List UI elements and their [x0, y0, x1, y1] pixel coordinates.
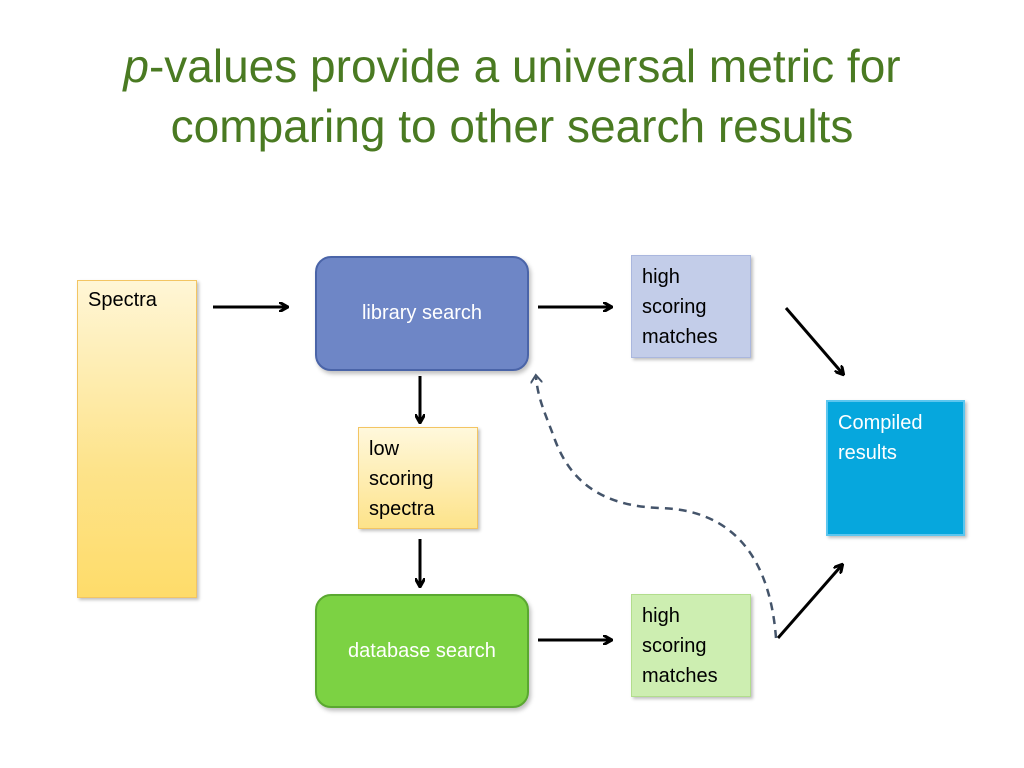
high-top-line-1: high [642, 266, 680, 288]
database-search-label: database search [348, 639, 496, 662]
low-line-3: spectra [369, 498, 435, 520]
spectra-box: Spectra [77, 280, 197, 598]
high-bottom-line-3: matches [642, 665, 718, 687]
high-scoring-matches-bottom-box: high scoring matches [631, 594, 751, 697]
low-line-2: scoring [369, 468, 434, 490]
compiled-line-2: results [838, 442, 897, 464]
low-scoring-spectra-box: low scoring spectra [358, 427, 478, 529]
compiled-line-1: Compiled [838, 412, 923, 434]
compiled-results-box: Compiled results [826, 400, 965, 536]
title-line-1: p-values provide a universal metric for [40, 36, 984, 96]
low-line-1: low [369, 438, 400, 460]
database-search-box: database search [315, 594, 529, 708]
arrow-high-bottom-to-compiled [776, 565, 842, 639]
high-top-line-3: matches [642, 326, 718, 348]
arrow-high-top-to-compiled [784, 307, 843, 374]
library-search-label: library search [361, 302, 483, 324]
high-bottom-line-1: high [642, 605, 680, 627]
high-top-line-2: scoring [642, 296, 707, 318]
spectra-label: Spectra [88, 289, 157, 311]
title-line-1-rest: -values provide a universal metric for [148, 40, 901, 92]
slide-title: p-values provide a universal metric for … [40, 36, 984, 156]
title-italic-p: p [123, 40, 149, 92]
library-search-box: library search [315, 256, 529, 371]
high-bottom-line-2: scoring [642, 635, 707, 657]
title-line-2: comparing to other search results [170, 100, 854, 152]
high-scoring-matches-top-box: high scoring matches [631, 255, 751, 358]
